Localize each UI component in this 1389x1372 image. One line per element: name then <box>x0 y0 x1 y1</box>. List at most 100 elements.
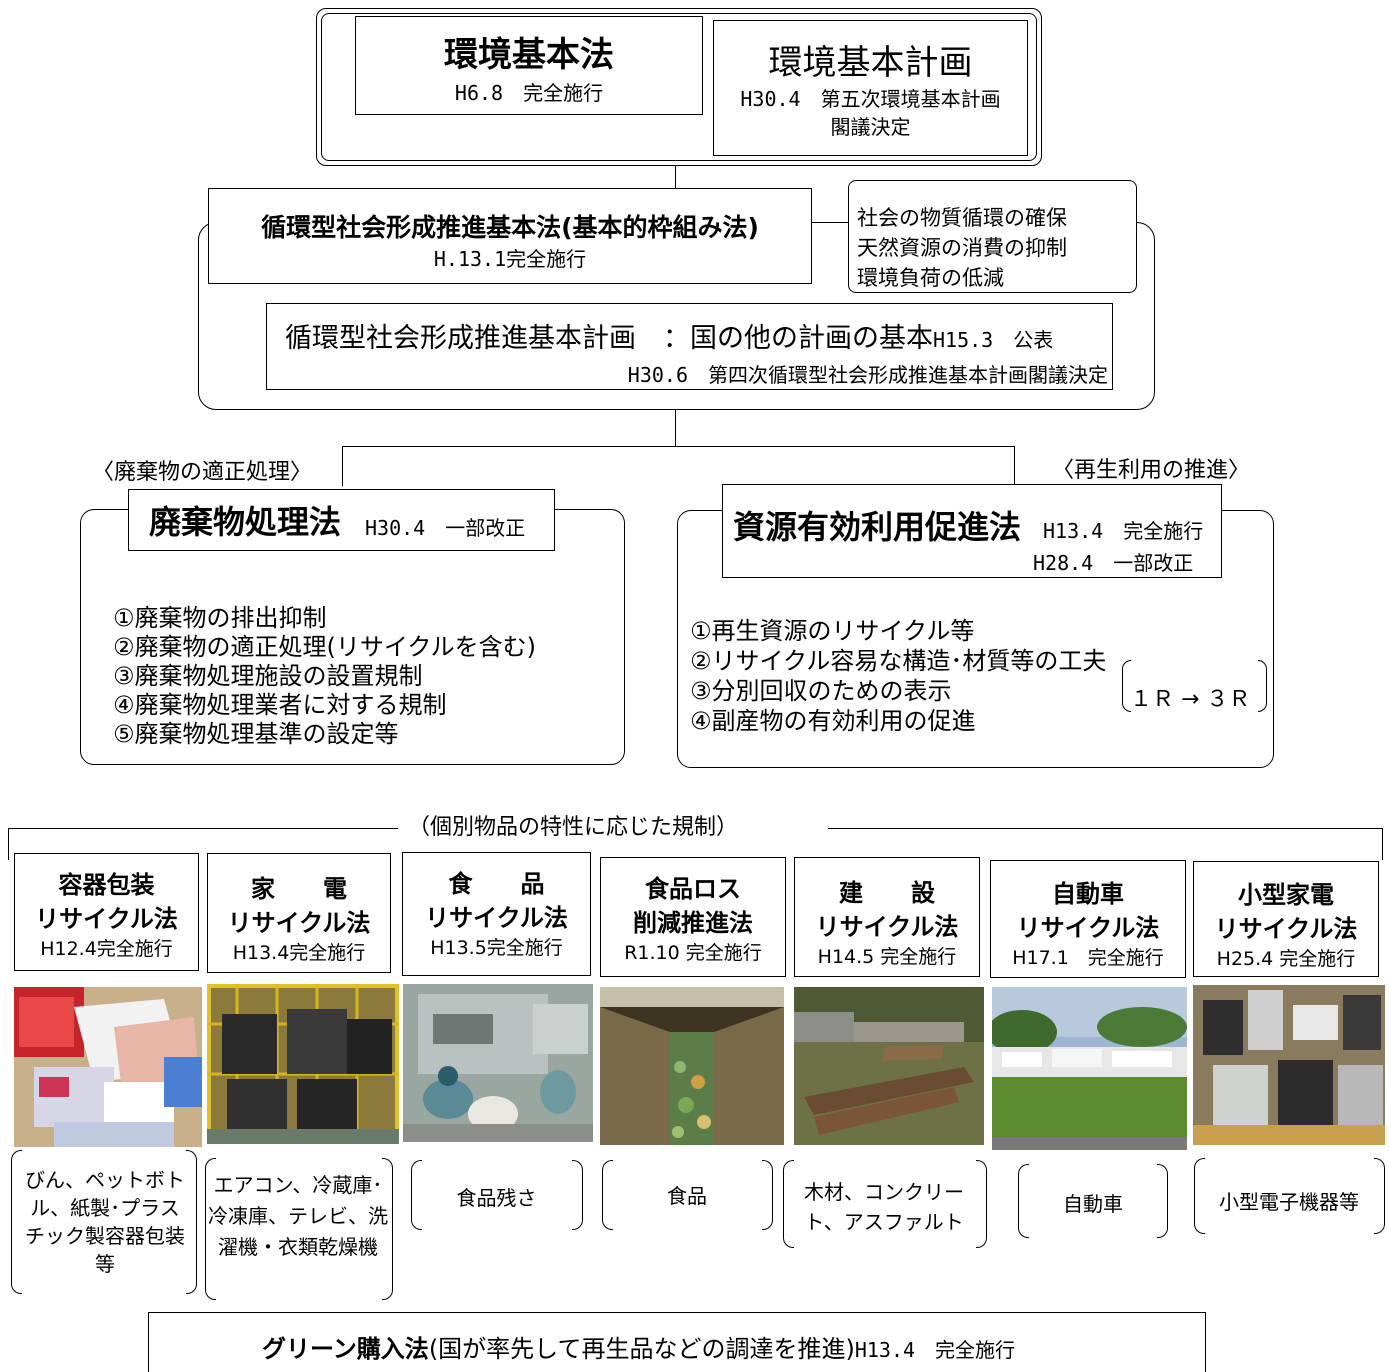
home-appliance-law-box: 家 電 リサイクル法 H13.4完全施行 <box>207 853 391 973</box>
individual-header-line-left <box>8 828 398 829</box>
circular-law-box: 循環型社会形成推進基本法(基本的枠組み法) H.13.1完全施行 <box>208 188 812 284</box>
connector-branch-left <box>342 446 343 486</box>
small-appliance-photo <box>1193 985 1385 1145</box>
recycle-branch-label: 〈再生利用の推進〉 <box>1052 458 1251 483</box>
individual-header-label: （個別物品の特性に応じた規制） <box>408 815 739 840</box>
automobile-photo <box>992 987 1187 1150</box>
individual-header-tick-left <box>8 828 9 860</box>
individual-header-tick-right <box>1382 828 1383 860</box>
basic-environment-plan-title: 環境基本計画 <box>768 43 973 83</box>
law-name-line1: 家 電 <box>251 875 347 903</box>
resource-law-item: ①再生資源のリサイクル等 <box>690 617 975 645</box>
circular-plan-date: H15.3 公表 <box>933 328 1054 352</box>
waste-law-item: ②廃棄物の適正処理(リサイクルを含む) <box>113 633 537 661</box>
green-purchasing-law-title: グリーン購入法 <box>262 1335 429 1363</box>
law-name-line2: 削減推進法 <box>633 909 753 937</box>
waste-law-item: ①廃棄物の排出抑制 <box>113 604 327 632</box>
construction-law-box: 建 設 リサイクル法 H14.5 完全施行 <box>794 857 980 977</box>
waste-law-box: 廃棄物処理法 H30.4 一部改正 <box>128 489 555 551</box>
construction-items: 木材、コンクリート、アスファルト <box>804 1180 964 1234</box>
law-date: H13.5完全施行 <box>430 937 563 959</box>
law-date: H13.4完全施行 <box>232 942 366 964</box>
green-purchasing-law-desc: (国が率先して再生品などの調達を推進) <box>428 1335 855 1363</box>
resource-law-item: ③分別回収のための表示 <box>690 677 952 705</box>
food-recycle-photo <box>403 984 593 1142</box>
construction-photo <box>794 987 984 1145</box>
waste-law-items: ①廃棄物の排出抑制 ②廃棄物の適正処理(リサイクルを含む) ③廃棄物処理施設の設… <box>113 604 536 749</box>
items-bracket-right <box>1157 1164 1168 1238</box>
circular-law-date: H.13.1完全施行 <box>433 247 587 271</box>
green-purchasing-law-text: グリーン購入法(国が率先して再生品などの調達を推進)H13.4 完全施行 <box>262 1334 1015 1365</box>
small-appliance-law-box: 小型家電 リサイクル法 H25.4 完全施行 <box>1193 861 1379 977</box>
items-bracket-right <box>762 1160 773 1230</box>
food-recycle-law-box: 食 品 リサイクル法 H13.5完全施行 <box>402 852 591 976</box>
waste-law-item: ③廃棄物処理施設の設置規制 <box>113 662 423 690</box>
circular-goal: 環境負荷の低減 <box>857 266 1004 290</box>
law-date: R1.10 完全施行 <box>624 942 762 964</box>
waste-law-item: ④廃棄物処理業者に対する規制 <box>113 691 447 719</box>
container-packaging-law-box: 容器包装 リサイクル法 H12.4完全施行 <box>14 853 199 971</box>
law-date: H12.4完全施行 <box>40 938 173 960</box>
circular-goal: 社会の物質循環の確保 <box>857 206 1067 230</box>
basic-environment-law-box: 環境基本法 H6.8 完全施行 <box>355 16 703 115</box>
law-name-line2: リサイクル法 <box>1214 915 1358 943</box>
food-loss-photo <box>600 987 784 1145</box>
resource-law-date2: H28.4 一部改正 <box>1033 551 1194 575</box>
connector-circular-down <box>675 410 676 446</box>
law-date: H17.1 完全施行 <box>1012 947 1164 969</box>
waste-law-date: H30.4 一部改正 <box>365 516 526 540</box>
food-loss-items: 食品 <box>667 1184 707 1208</box>
basic-environment-law-title: 環境基本法 <box>444 35 614 75</box>
resource-law-item: ②リサイクル容易な構造･材質等の工夫 <box>690 647 1107 675</box>
resource-law-title: 資源有効利用促進法 <box>733 508 1022 546</box>
law-name-line2: リサイクル法 <box>425 904 568 932</box>
waste-law-item: ⑤廃棄物処理基準の設定等 <box>113 720 399 748</box>
waste-law-title: 廃棄物処理法 <box>149 503 342 541</box>
food-loss-law-box: 食品ロス 削減推進法 R1.10 完全施行 <box>600 857 786 977</box>
connector-branch-right <box>1014 446 1015 486</box>
circular-plan-title: 循環型社会形成推進基本計画 ：国の他の計画の基本H15.3 公表 <box>285 322 1053 357</box>
top-inner-frame <box>321 13 1037 161</box>
circular-plan-line2: H30.6 第四次循環型社会形成推進基本計画閣議決定 <box>627 363 1108 387</box>
circular-plan-box: 循環型社会形成推進基本計画 ：国の他の計画の基本H15.3 公表 H30.6 第… <box>266 303 1113 390</box>
basic-environment-plan-line1: H30.4 第五次環境基本計画 <box>740 87 1001 111</box>
basic-environment-law-date: H6.8 完全施行 <box>454 81 604 105</box>
container-packaging-photo <box>14 987 202 1147</box>
law-name-line1: 建 設 <box>839 879 935 907</box>
small-appliance-items: 小型電子機器等 <box>1219 1190 1359 1214</box>
law-name-line2: リサイクル法 <box>1016 914 1160 942</box>
law-name-line1: 食 品 <box>448 870 545 898</box>
container-packaging-items: びん、ペットボトル、紙製･プラスチック製容器包装等 <box>25 1168 185 1276</box>
law-name-line1: 小型家電 <box>1238 881 1334 909</box>
green-purchasing-law-date: H13.4 完全施行 <box>854 1338 1016 1362</box>
note-bracket-right <box>1258 660 1267 712</box>
waste-branch-label: 〈廃棄物の適正処理〉 <box>92 460 313 485</box>
circular-goal: 天然資源の消費の抑制 <box>857 236 1067 260</box>
food-recycle-items: 食品残さ <box>456 1186 537 1210</box>
law-name-line1: 自動車 <box>1052 880 1124 908</box>
law-name-line1: 容器包装 <box>58 871 155 899</box>
green-purchasing-law-box <box>148 1312 1206 1372</box>
home-appliance-photo <box>207 984 399 1144</box>
basic-environment-plan-line2: 閣議決定 <box>830 115 911 139</box>
circular-plan-title-text: 循環型社会形成推進基本計画 ：国の他の計画の基本 <box>285 323 933 354</box>
law-date: H25.4 完全施行 <box>1216 948 1356 970</box>
top-outer-frame <box>316 8 1042 166</box>
circular-goals-box: 社会の物質循環の確保 天然資源の消費の抑制 環境負荷の低減 <box>848 180 1137 293</box>
resource-law-item: ④副産物の有効利用の促進 <box>690 707 976 735</box>
resource-law-box: 資源有効利用促進法 H13.4 完全施行 H28.4 一部改正 <box>722 484 1222 578</box>
law-name-line2: リサイクル法 <box>227 909 371 937</box>
law-name-line2: リサイクル法 <box>35 905 178 933</box>
resource-law-date1: H13.4 完全施行 <box>1043 519 1204 543</box>
connector-law-to-goals <box>812 222 848 223</box>
circular-law-title: 循環型社会形成推進基本法(基本的枠組み法) <box>261 213 759 242</box>
connector-branch-horizontal <box>342 446 1015 447</box>
law-name-line2: リサイクル法 <box>815 913 959 941</box>
connector-top-to-circular <box>675 166 676 188</box>
resource-law-items: ①再生資源のリサイクル等 ②リサイクル容易な構造･材質等の工夫 ③分別回収のため… <box>690 616 1106 736</box>
automobile-items: 自動車 <box>1063 1192 1123 1216</box>
home-appliance-items: エアコン、冷蔵庫･冷凍庫、テレビ、洗濯機・衣類乾燥機 <box>208 1173 388 1259</box>
law-date: H14.5 完全施行 <box>817 946 957 968</box>
basic-environment-plan-box: 環境基本計画 H30.4 第五次環境基本計画 閣議決定 <box>713 20 1028 156</box>
automobile-law-box: 自動車 リサイクル法 H17.1 完全施行 <box>990 860 1186 978</box>
